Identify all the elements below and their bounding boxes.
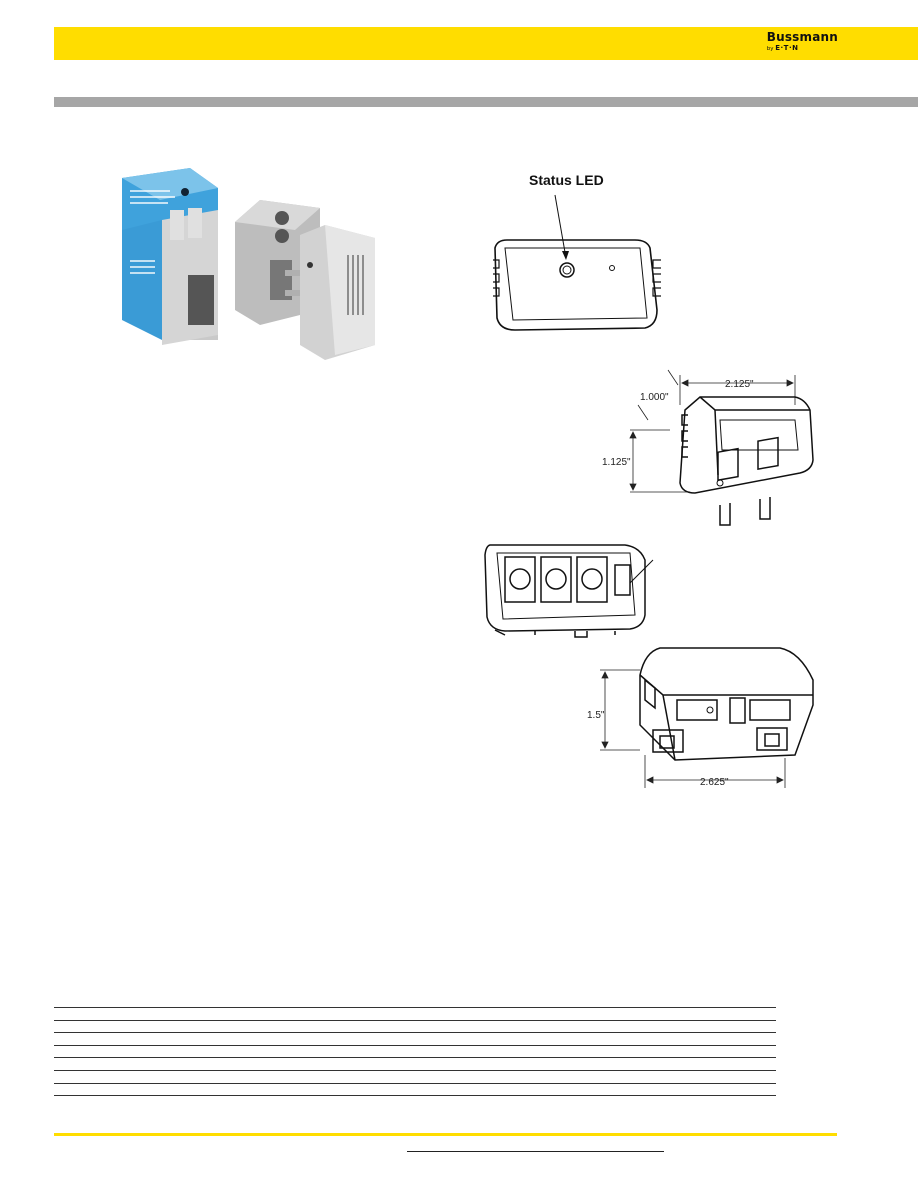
dim-height-base: 1.5" <box>587 710 605 721</box>
status-led-drawing <box>493 194 661 331</box>
parent-brand: E·T·N <box>775 44 799 52</box>
product-photo <box>122 168 375 360</box>
footer-bar <box>54 1133 837 1136</box>
table-rule <box>54 1044 776 1046</box>
dimension-drawing-base: 1.5" 2.625" <box>587 647 814 788</box>
table-rule <box>54 1032 776 1034</box>
by-text: by <box>766 46 774 52</box>
brand-name: Bussmann <box>766 30 838 44</box>
section-title-bar <box>54 97 918 107</box>
table-rule <box>54 1007 776 1008</box>
dim-height: 1.125" <box>602 457 631 468</box>
dim-depth: 1.000" <box>640 392 669 403</box>
table-rule <box>54 1019 776 1021</box>
bussmann-logo: Bussmann by E·T·N <box>767 31 838 53</box>
table-rule <box>54 1095 776 1097</box>
brand-byline: by E·T·N <box>767 44 838 53</box>
footer-link-underline[interactable] <box>407 1151 664 1152</box>
dim-width-top: 2.125" <box>725 379 754 390</box>
status-led-label: Status LED <box>529 172 604 188</box>
table-rule <box>54 1082 776 1084</box>
spec-table <box>54 1007 776 1108</box>
table-rule <box>54 1057 776 1059</box>
table-rule <box>54 1069 776 1071</box>
header-bar: Bussmann by E·T·N <box>54 27 918 60</box>
dimension-drawing-top: 2.125" 1.000" 1.125" <box>602 369 814 526</box>
base-top-view-drawing <box>484 544 654 638</box>
dim-width-base: 2.625" <box>700 777 729 788</box>
